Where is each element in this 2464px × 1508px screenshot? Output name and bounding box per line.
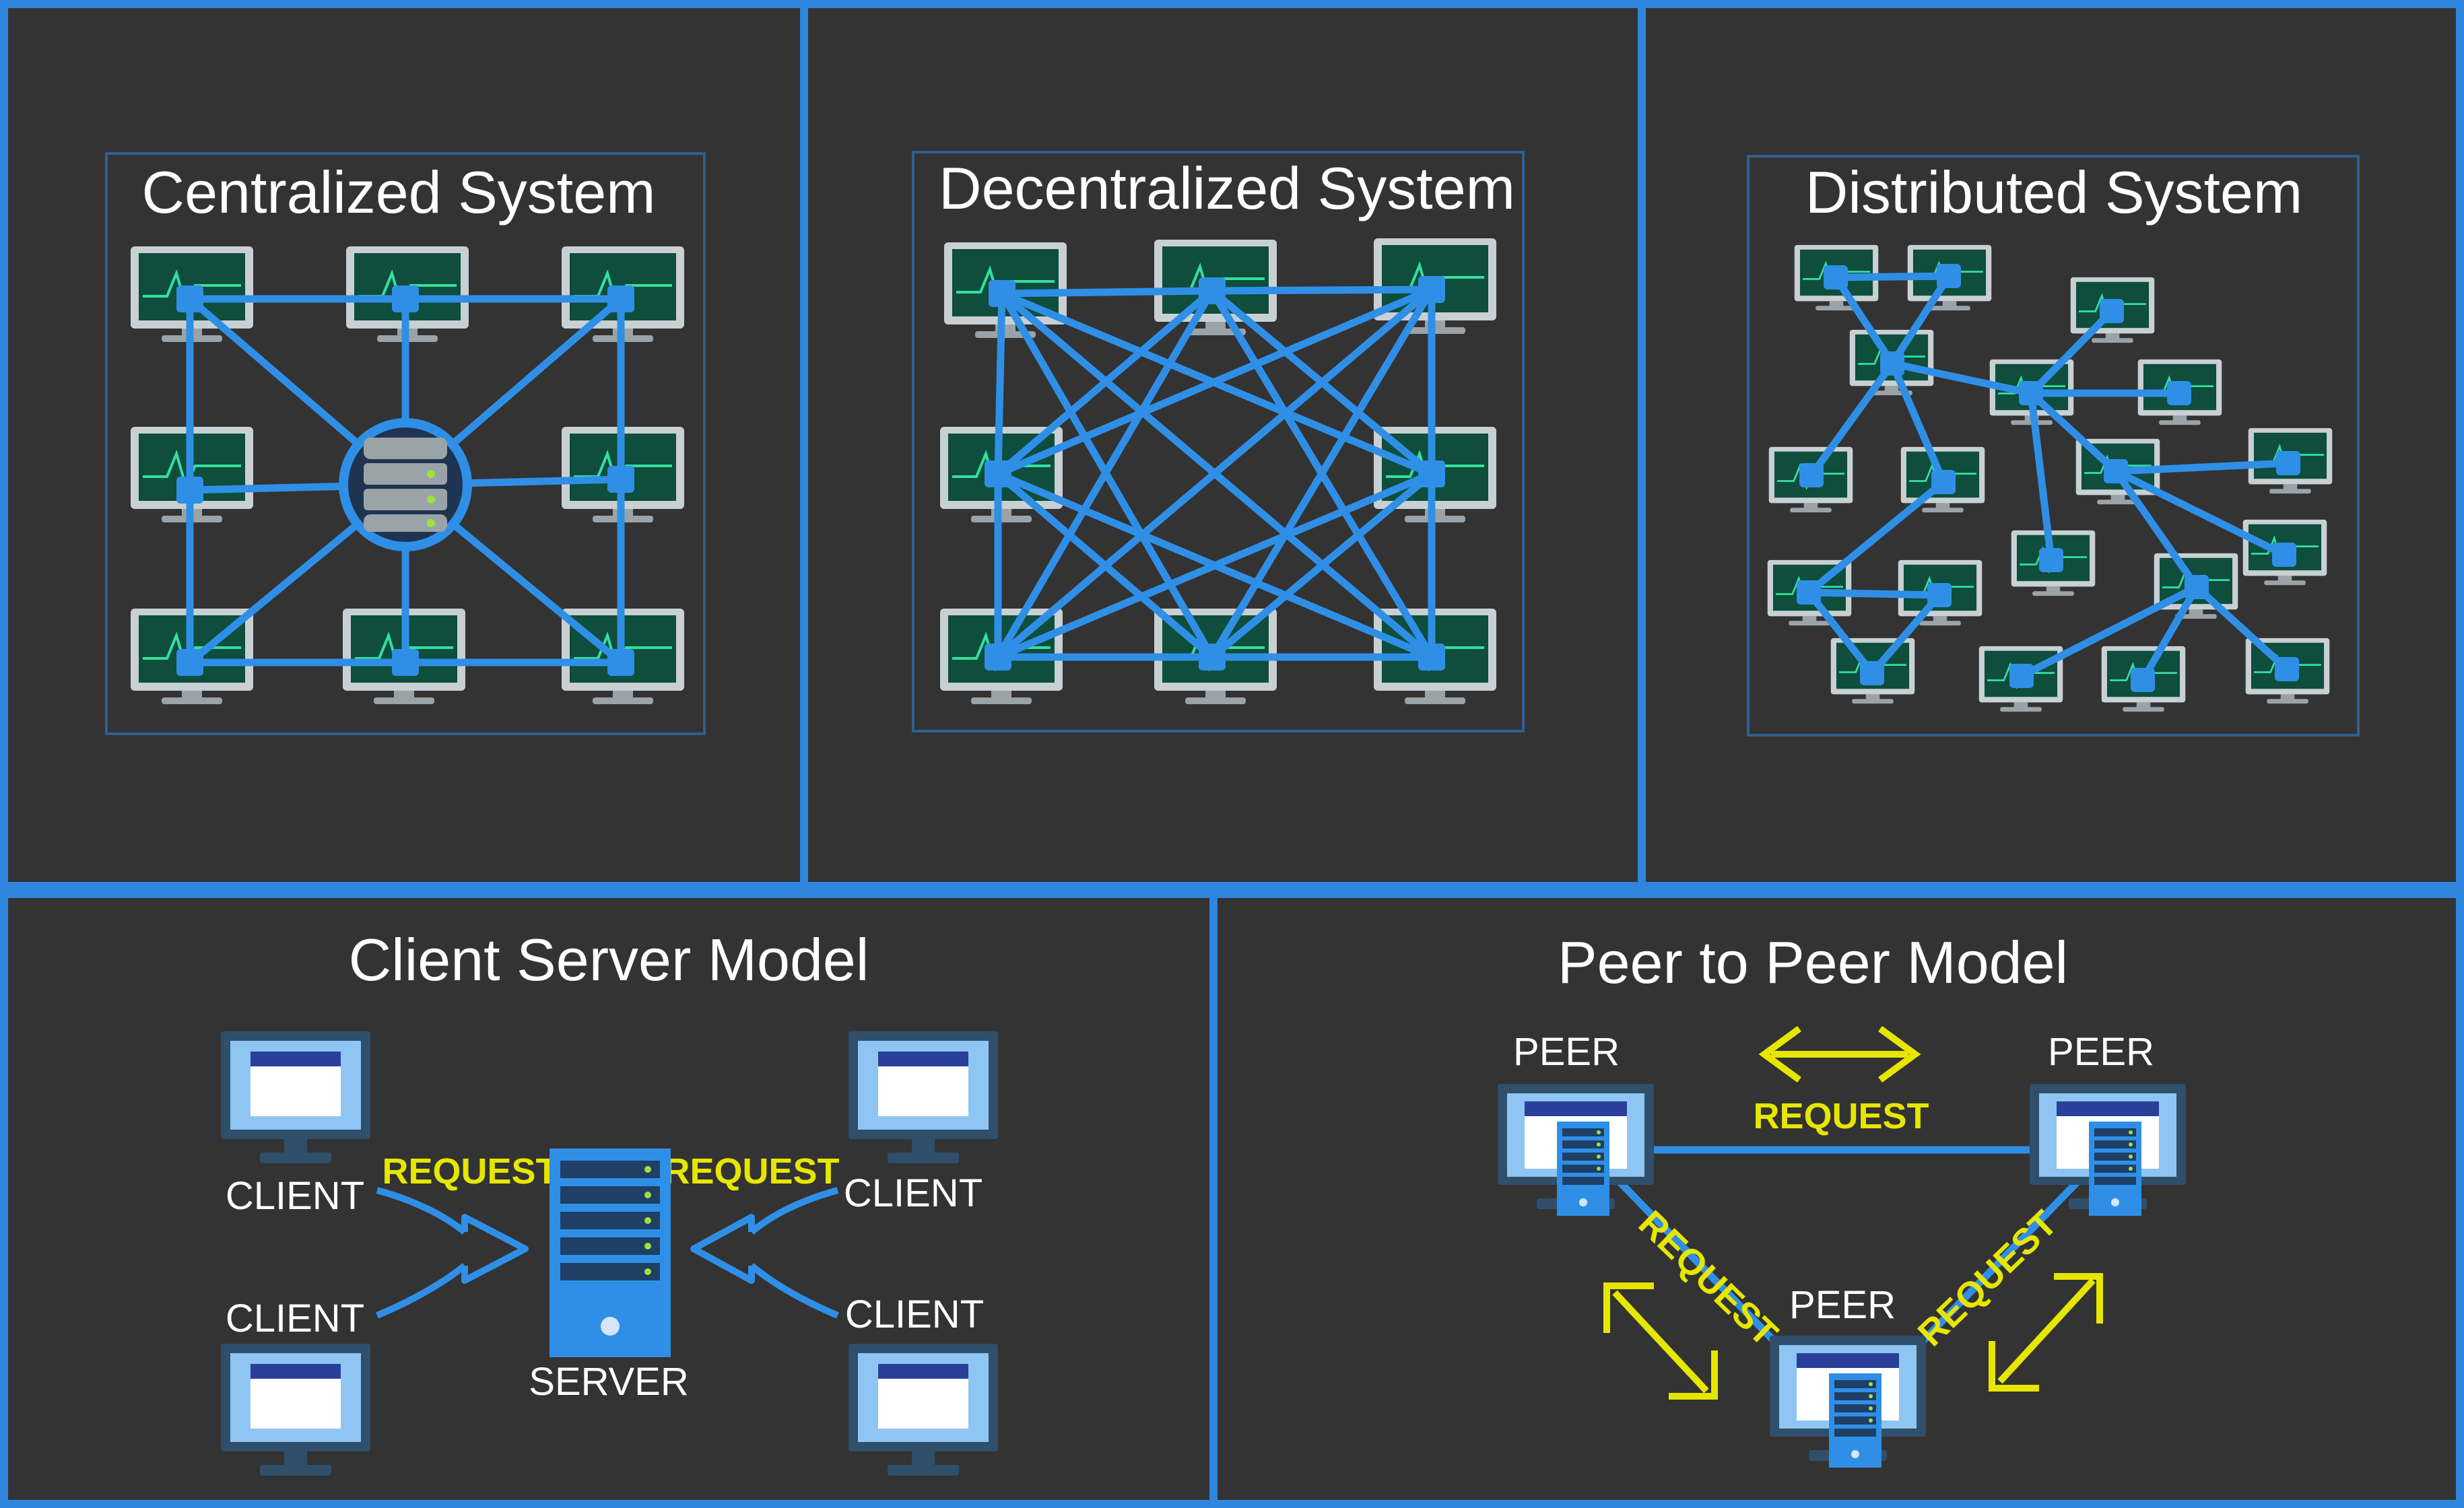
- decentralized-nodes: [985, 276, 1445, 671]
- double-arrow-icon: [1603, 1282, 1718, 1400]
- panel-centralized: Centralized System: [105, 152, 706, 735]
- arrow-icon: [376, 1187, 529, 1319]
- double-arrow-icon: [1758, 1025, 1921, 1083]
- request-label: REQUEST: [1753, 1096, 1929, 1136]
- request-label: REQUEST: [663, 1151, 839, 1192]
- client-label: CLIENT: [844, 1171, 983, 1215]
- client-label: CLIENT: [845, 1293, 984, 1336]
- peer-label: PEER: [1789, 1283, 1896, 1327]
- decentralized-frame: [912, 151, 1525, 732]
- decentralized-title: Decentralized System: [939, 155, 1515, 221]
- double-arrow-icon: [1989, 1273, 2103, 1392]
- peer-label: PEER: [2048, 1030, 2154, 1074]
- centralized-frame: [105, 152, 706, 735]
- client-label: CLIENT: [226, 1174, 364, 1218]
- database-icon: [339, 418, 472, 551]
- distributed-frame: [1747, 155, 2360, 736]
- distributed-links: [1805, 272, 2292, 684]
- server-label: SERVER: [529, 1360, 688, 1404]
- client-label: CLIENT: [226, 1297, 364, 1340]
- centralized-title: Centralized System: [142, 159, 656, 226]
- p2p-title: Peer to Peer Model: [1558, 929, 2068, 996]
- distributed-title: Distributed System: [1805, 159, 2302, 226]
- request-label: REQUEST: [382, 1151, 558, 1192]
- peer-label: PEER: [1513, 1030, 1620, 1074]
- distributed-nodes: [1797, 264, 2300, 692]
- panel-distributed: Distributed System: [1747, 155, 2360, 736]
- client-server-title: Client Server Model: [349, 926, 869, 993]
- decentralized-links: [994, 285, 1436, 661]
- panel-decentralized: Decentralized System: [912, 151, 1525, 732]
- centralized-nodes: [176, 285, 634, 676]
- server-icon: [550, 1149, 671, 1357]
- panel-client-server: Client Server Model CLIENT CLIENT CLIENT…: [221, 926, 998, 1476]
- arrow-icon: [690, 1187, 839, 1319]
